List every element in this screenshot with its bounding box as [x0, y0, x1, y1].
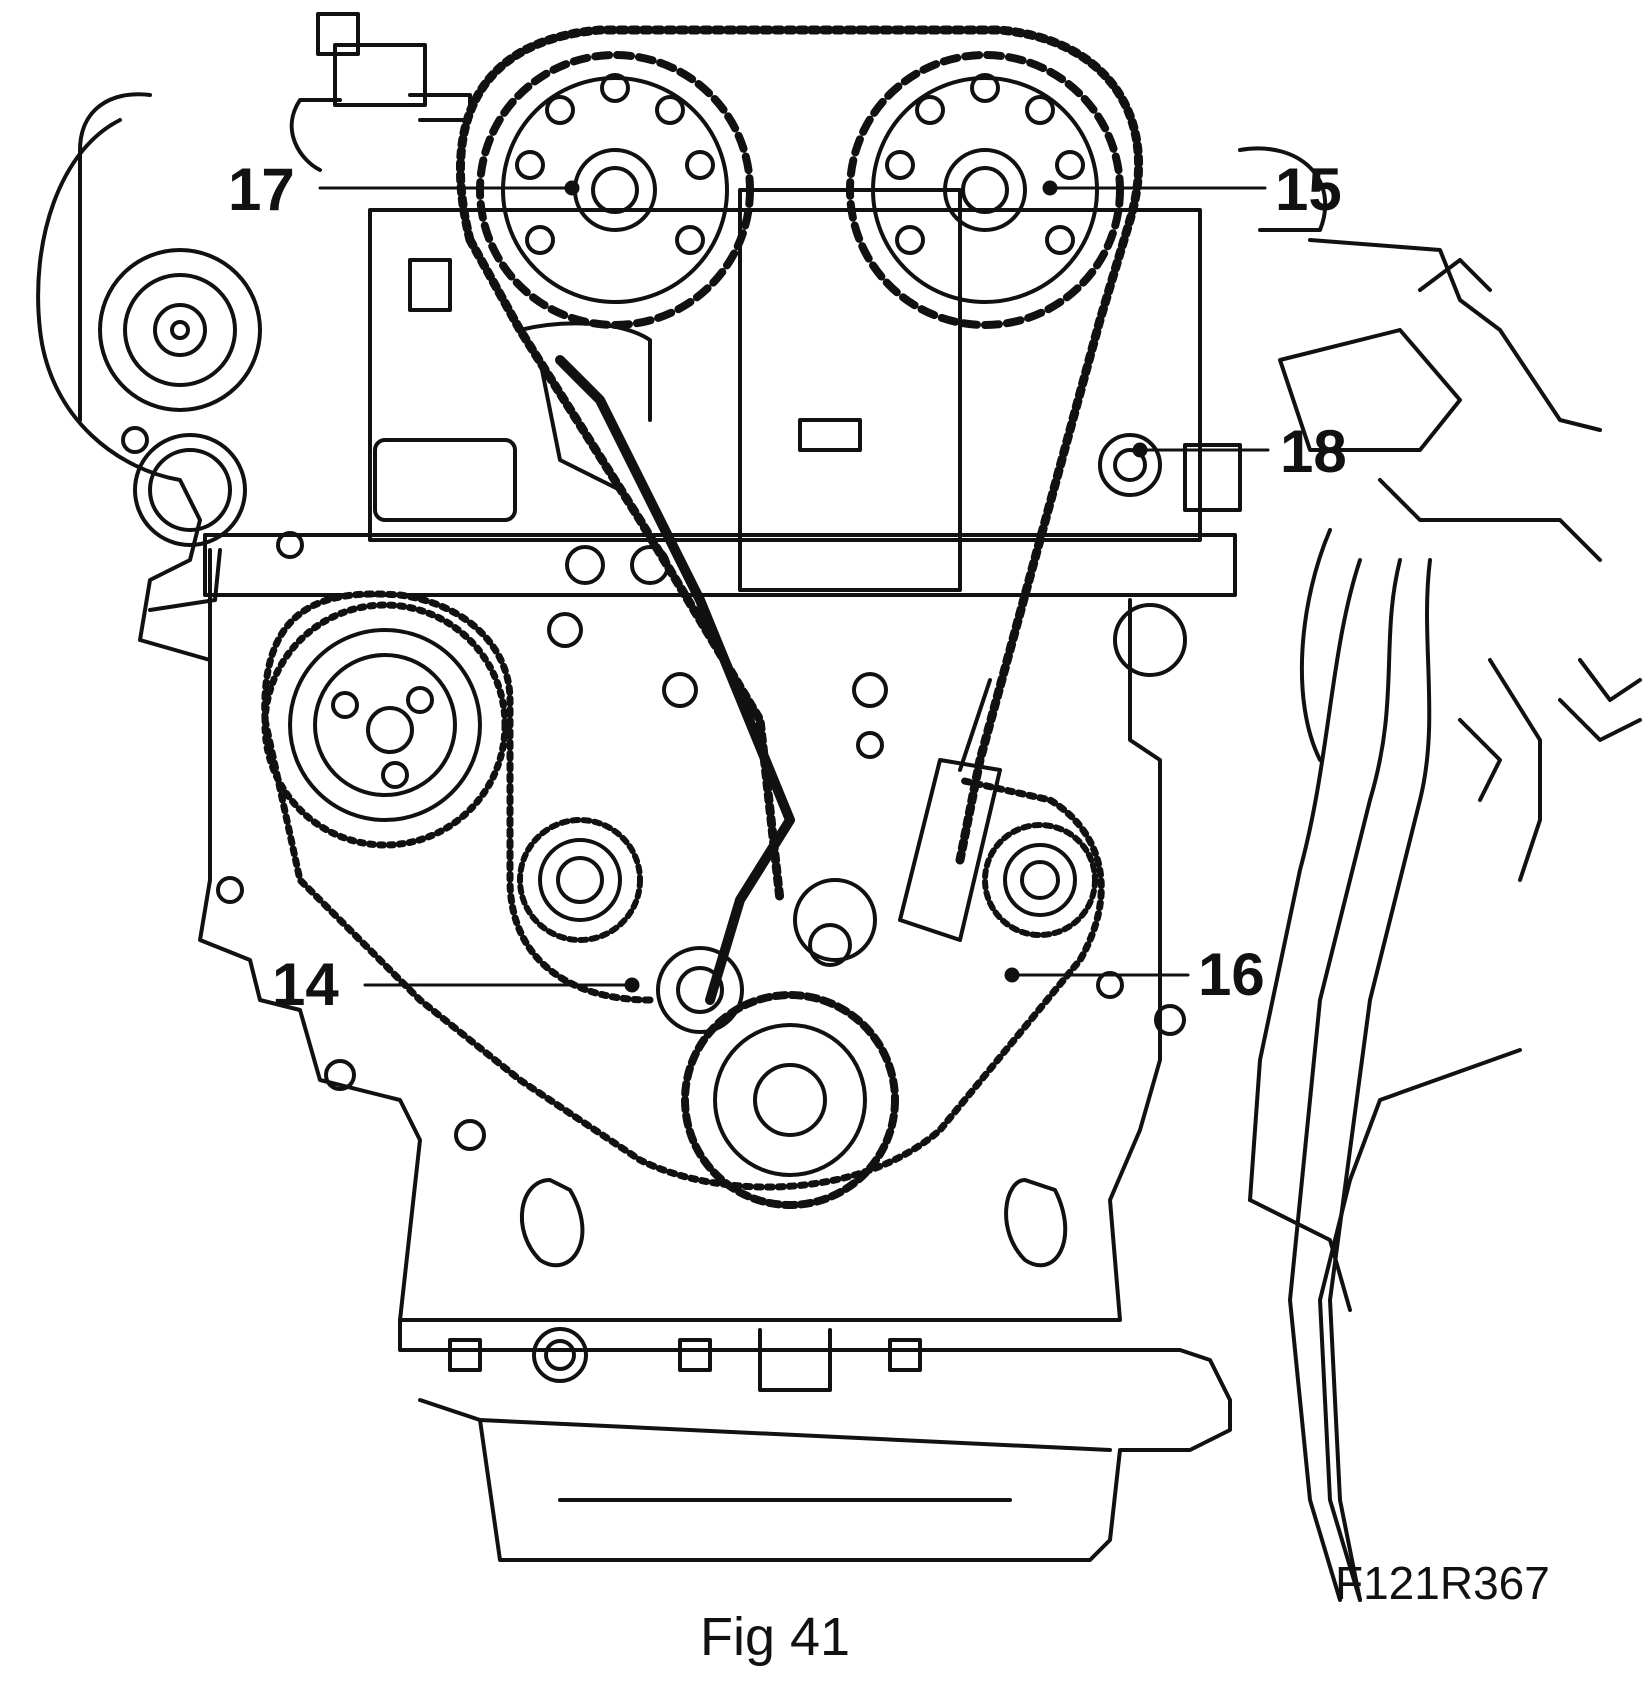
callout-label-17: 17 [228, 156, 295, 223]
callout-label-16: 16 [1198, 941, 1265, 1008]
oil-pump-sprocket [982, 822, 1098, 938]
upper-timing-chain [455, 25, 1143, 905]
hydraulic-tensioner [898, 678, 1002, 942]
cylinder-head [203, 188, 1237, 597]
figure-caption: Fig 41 [700, 1607, 851, 1667]
callout-label-18: 18 [1280, 418, 1347, 485]
idler-pulley [1113, 603, 1187, 677]
left-accessory-outline [36, 92, 262, 662]
callout-label-15: 15 [1275, 156, 1342, 223]
chain-guide-bolt-upper [1098, 433, 1242, 512]
crankshaft-sprocket [681, 878, 899, 1209]
balance-shaft-idler-sprocket [517, 817, 643, 943]
oil-pan [398, 1318, 1232, 1562]
right-side-hoses [1238, 146, 1642, 1602]
callout-leader-lines [318, 180, 1270, 993]
timing-cover [198, 531, 1186, 1322]
balance-shaft-sprocket [261, 601, 509, 849]
exhaust-camshaft-sprocket [846, 51, 1124, 329]
callout-label-14: 14 [272, 951, 339, 1018]
chain-guide-rail-left [555, 355, 795, 1005]
balance-shaft-chain [261, 590, 1105, 1191]
intake-camshaft-sprocket [476, 51, 754, 329]
tensioner-pivot-bolt [656, 946, 744, 1034]
top-sensor-housing [289, 12, 472, 172]
figure-reference-code: F121R367 [1335, 1557, 1550, 1609]
